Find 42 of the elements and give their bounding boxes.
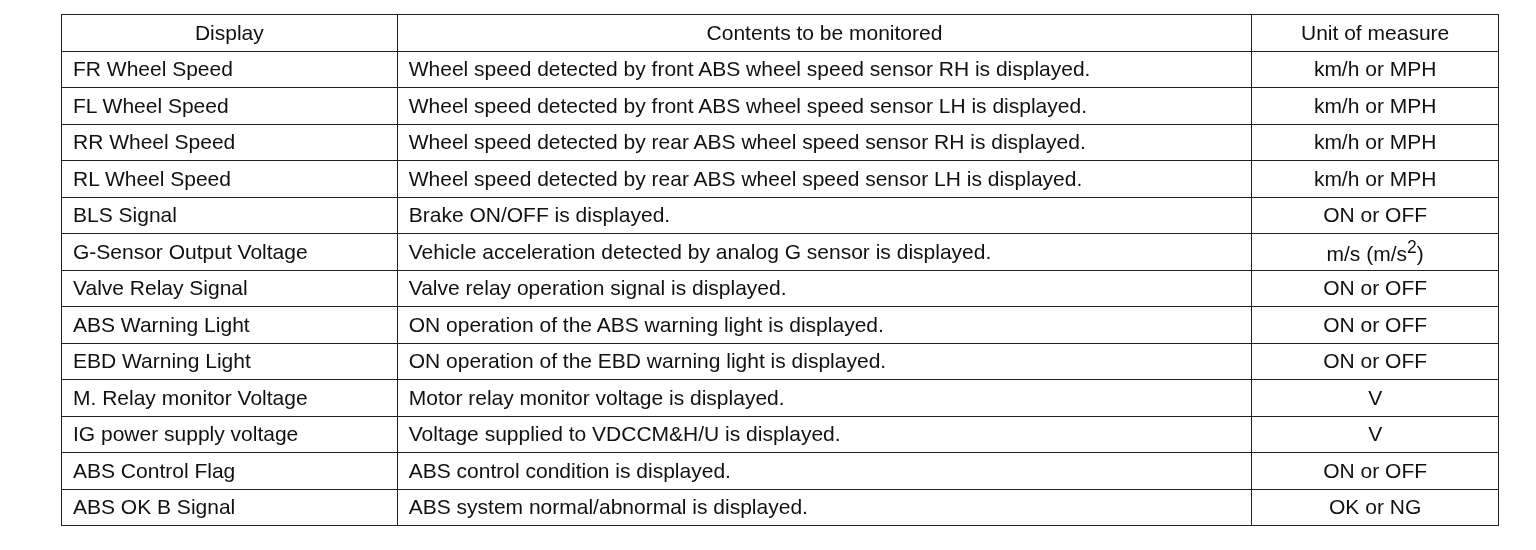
monitored-content: ON operation of the ABS warning light is displayed.	[397, 306, 1252, 343]
unit-of-measure: km/h or MPH	[1251, 51, 1499, 88]
monitored-content: ABS system normal/abnormal is displayed.	[397, 489, 1252, 526]
parameter-name: ABS OK B Signal	[61, 489, 398, 526]
column-header: Unit of measure	[1251, 14, 1499, 51]
parameter-name: RR Wheel Speed	[61, 124, 398, 161]
parameter-name: RL Wheel Speed	[61, 160, 398, 197]
monitored-content: Wheel speed detected by front ABS wheel speed sensor RH is displayed.	[397, 51, 1252, 88]
unit-of-measure: m/s (m/s$^{2}$)	[1251, 233, 1499, 270]
parameter-name: ABS Control Flag	[61, 452, 398, 489]
unit-of-measure: ON or OFF	[1251, 270, 1499, 307]
monitored-content: Wheel speed detected by rear ABS wheel speed sensor RH is displayed.	[397, 124, 1252, 161]
unit-of-measure: OK or NG	[1251, 489, 1499, 526]
monitored-content: Brake ON/OFF is displayed.	[397, 197, 1252, 234]
monitored-content: Motor relay monitor voltage is displayed.	[397, 379, 1252, 416]
unit-of-measure: V	[1251, 416, 1499, 453]
parameter-name: FR Wheel Speed	[61, 51, 398, 88]
unit-of-measure: km/h or MPH	[1251, 87, 1499, 124]
unit-of-measure: km/h or MPH	[1251, 160, 1499, 197]
parameter-name: Valve Relay Signal	[61, 270, 398, 307]
parameter-name: IG power supply voltage	[61, 416, 398, 453]
monitored-content: Wheel speed detected by rear ABS wheel speed sensor LH is displayed.	[397, 160, 1252, 197]
unit-of-measure: km/h or MPH	[1251, 124, 1499, 161]
parameter-name: M. Relay monitor Voltage	[61, 379, 398, 416]
parameter-name: BLS Signal	[61, 197, 398, 234]
unit-of-measure: ON or OFF	[1251, 306, 1499, 343]
monitored-content: ABS control condition is displayed.	[397, 452, 1252, 489]
parameter-name: ABS Warning Light	[61, 306, 398, 343]
column-header: Display	[61, 14, 398, 51]
monitored-content: Valve relay operation signal is displayed.	[397, 270, 1252, 307]
unit-of-measure: ON or OFF	[1251, 197, 1499, 234]
monitored-content: Vehicle acceleration detected by analog G sensor is displayed.	[397, 233, 1252, 270]
parameter-name: G-Sensor Output Voltage	[61, 233, 398, 270]
column-header: Contents to be monitored	[397, 14, 1252, 51]
monitored-content: Wheel speed detected by front ABS wheel speed sensor LH is displayed.	[397, 87, 1252, 124]
unit-of-measure: ON or OFF	[1251, 452, 1499, 489]
unit-of-measure: V	[1251, 379, 1499, 416]
monitored-content: ON operation of the EBD warning light is displayed.	[397, 343, 1252, 380]
parameter-name: FL Wheel Speed	[61, 87, 398, 124]
unit-of-measure: ON or OFF	[1251, 343, 1499, 380]
parameter-name: EBD Warning Light	[61, 343, 398, 380]
monitored-content: Voltage supplied to VDCCM&H/U is displayed.	[397, 416, 1252, 453]
